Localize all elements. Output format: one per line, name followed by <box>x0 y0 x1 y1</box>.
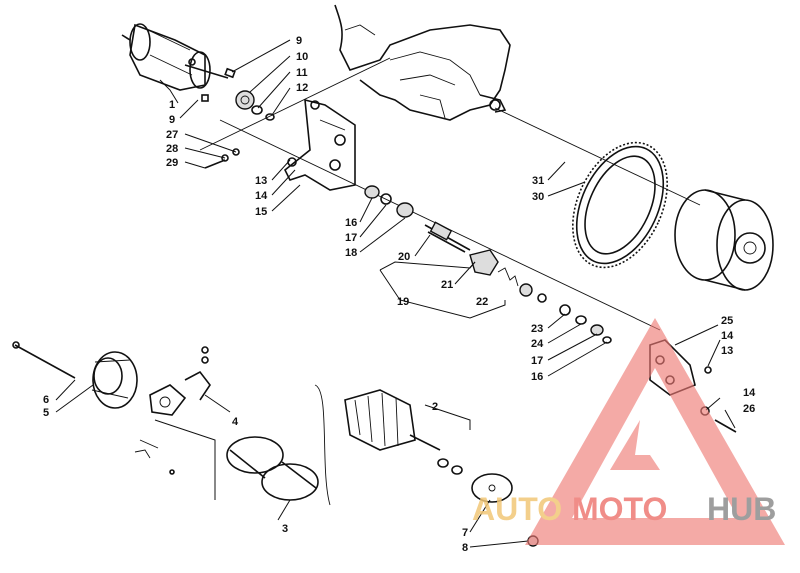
through-bolt <box>12 341 76 379</box>
motor-housing <box>226 384 331 506</box>
callout-2: 2 <box>432 401 438 413</box>
callout-13a: 13 <box>255 175 267 187</box>
callout-19: 19 <box>397 296 409 308</box>
watermark-word-moto: MOTO <box>572 491 667 527</box>
callout-30: 30 <box>532 191 544 203</box>
callout-21: 21 <box>441 279 453 291</box>
leader-lines <box>55 39 736 548</box>
watermark-word-hub: HUB <box>707 491 776 527</box>
callout-10: 10 <box>296 51 308 63</box>
callout-9a: 9 <box>296 35 302 47</box>
callout-24: 24 <box>531 338 544 350</box>
callout-3: 3 <box>282 523 288 535</box>
callout-14a: 14 <box>255 190 268 202</box>
bearing-set-16-18 <box>364 185 414 218</box>
callout-20: 20 <box>398 251 410 263</box>
watermark-logo: AUTO MOTO HUB <box>472 318 785 545</box>
watermark-word-auto: AUTO <box>472 491 562 527</box>
callout-17b: 17 <box>531 355 543 367</box>
brush-holder <box>134 346 211 475</box>
callout-7: 7 <box>462 527 468 539</box>
callout-11: 11 <box>296 67 308 79</box>
mounting-bracket <box>283 98 356 191</box>
watermark-triangle-icon <box>525 318 785 545</box>
callout-28: 28 <box>166 143 178 155</box>
callout-12: 12 <box>296 82 308 94</box>
callout-14b: 14 <box>721 330 734 342</box>
ring-gear <box>572 141 668 269</box>
callout-labels: 1 9 10 11 12 9 27 28 29 13 14 15 16 17 1… <box>43 35 756 554</box>
callout-23: 23 <box>531 323 543 335</box>
callout-5: 5 <box>43 407 49 419</box>
callout-27: 27 <box>166 129 178 141</box>
callout-29: 29 <box>166 157 178 169</box>
callout-22: 22 <box>476 296 488 308</box>
callout-9b: 9 <box>169 114 175 126</box>
callout-26: 26 <box>743 403 755 415</box>
callout-16b: 16 <box>531 371 543 383</box>
end-cap <box>91 351 138 409</box>
pinion-assembly <box>424 221 547 303</box>
clutch-drum <box>674 189 774 291</box>
callout-15: 15 <box>255 206 267 218</box>
callout-17a: 17 <box>345 232 357 244</box>
bolt-group-27-29 <box>204 148 240 169</box>
callout-8: 8 <box>462 542 468 554</box>
callout-4: 4 <box>232 416 239 428</box>
starter-motor <box>121 23 229 91</box>
callout-16a: 16 <box>345 217 357 229</box>
callout-6: 6 <box>43 394 49 406</box>
callout-13b: 13 <box>721 345 733 357</box>
callout-31: 31 <box>532 175 544 187</box>
washers-23-24 <box>559 304 604 336</box>
armature <box>344 389 463 475</box>
engine-block-outline <box>334 4 511 121</box>
callout-18: 18 <box>345 247 357 259</box>
callout-1: 1 <box>169 99 175 111</box>
callout-25: 25 <box>721 315 733 327</box>
small-hardware-top <box>201 67 275 121</box>
callout-14c: 14 <box>743 387 756 399</box>
